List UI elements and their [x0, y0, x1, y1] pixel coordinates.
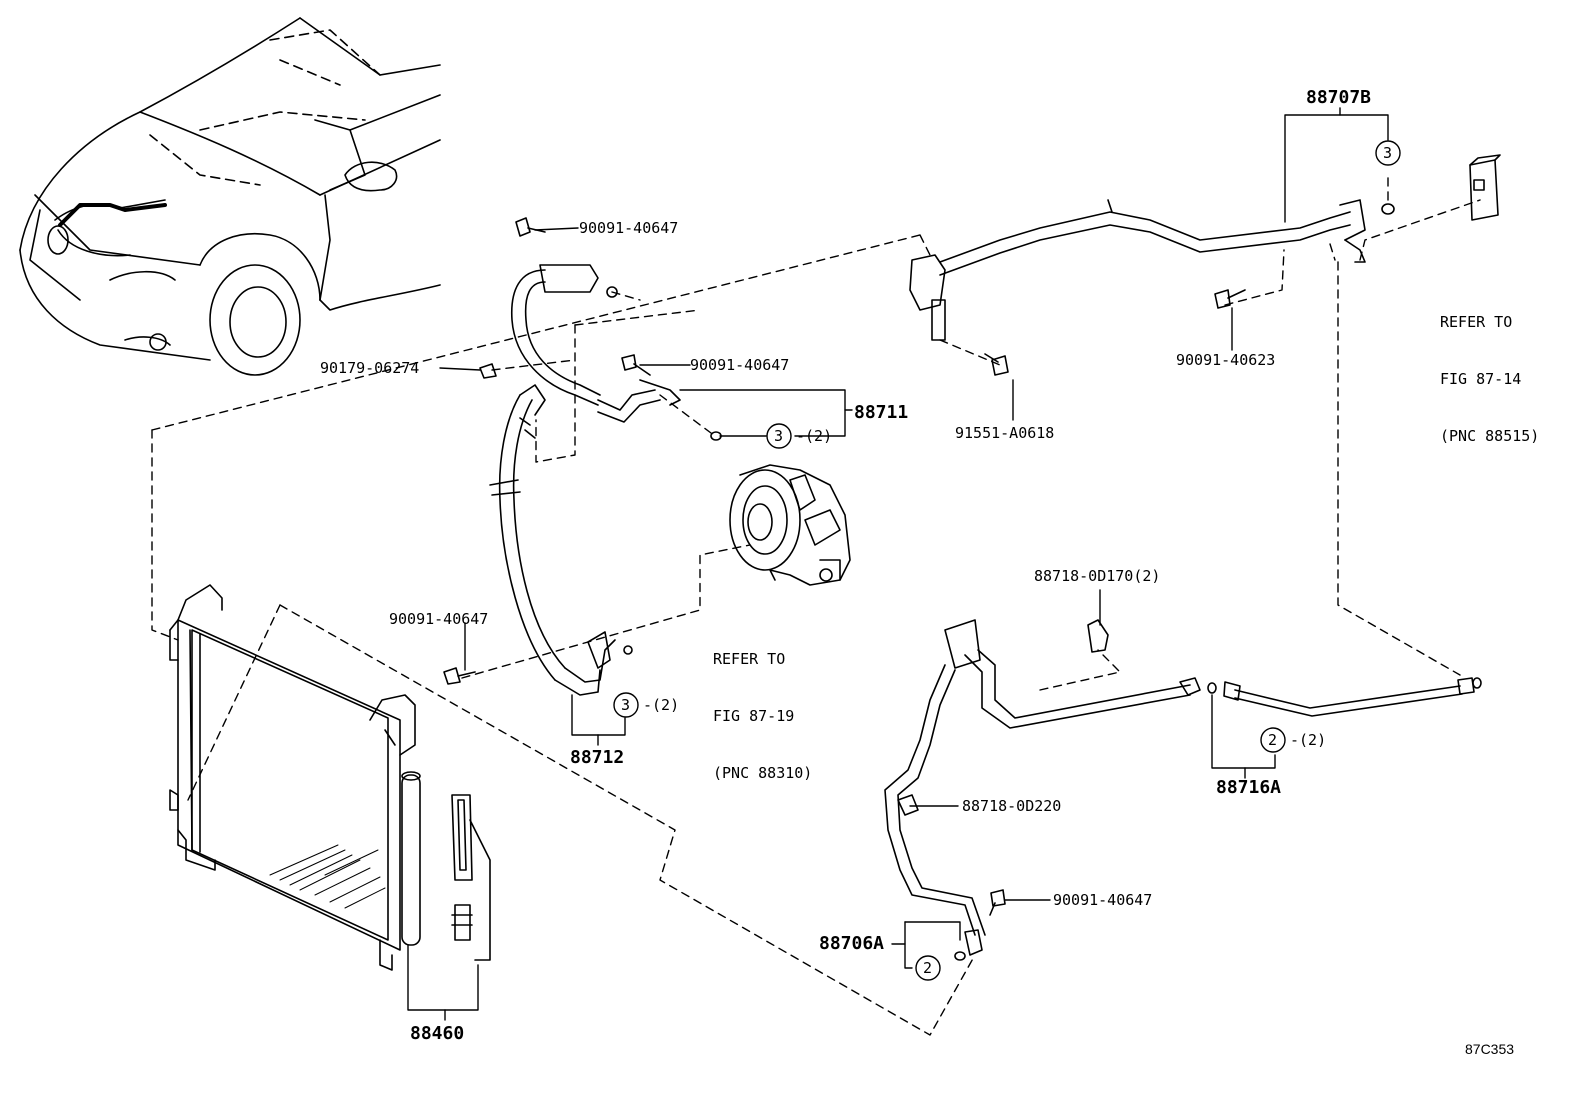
liquid-pipe-upper: [909, 199, 1366, 341]
condenser-fins: [269, 844, 386, 909]
part-label-nut[interactable]: 90179-06274: [320, 359, 420, 377]
part-label-88707b[interactable]: 88707B: [1306, 87, 1372, 108]
ref-line-3: (PNC 88515): [1440, 427, 1540, 445]
dashed-guides: [151, 174, 1481, 1036]
ref-line-2[interactable]: FIG 87-19: [713, 707, 795, 725]
ref-line-3: (PNC 88310): [713, 764, 813, 782]
part-label-88460[interactable]: 88460: [410, 1023, 465, 1044]
ref-line-1: REFER TO: [713, 650, 786, 668]
part-label-88706a[interactable]: 88706A: [819, 933, 885, 954]
part-label-88716a[interactable]: 88716A: [1216, 777, 1282, 798]
qty-88712: -(2): [643, 696, 680, 714]
callout-2-88716a: 2: [1268, 731, 1278, 749]
callout-3-88711: 3: [774, 427, 784, 445]
ref-line-1: REFER TO: [1440, 313, 1513, 331]
expansion-valve: [1469, 154, 1501, 221]
part-label-bolt-e[interactable]: 90091-40623: [1176, 351, 1276, 369]
part-label-clamp-b[interactable]: 88718-0D220: [962, 797, 1062, 815]
suction-hose: [489, 384, 616, 696]
part-label-bolt-c[interactable]: 90091-40647: [389, 610, 489, 628]
callout-circles: [613, 140, 1401, 981]
figure-id: 87C353: [1465, 1041, 1515, 1057]
callout-3-88712: 3: [621, 696, 631, 714]
callout-3-88707b: 3: [1383, 144, 1393, 162]
qty-88711: -(2): [796, 427, 833, 445]
part-label-bolt-f[interactable]: 91551-A0618: [955, 424, 1055, 442]
fasteners: [443, 203, 1482, 961]
discharge-hose: [510, 264, 681, 423]
ref-line-2[interactable]: FIG 87-14: [1440, 370, 1522, 388]
part-label-clamp-a[interactable]: 88718-0D170(2): [1034, 567, 1161, 585]
part-label-bolt-d[interactable]: 90091-40647: [1053, 891, 1153, 909]
vehicle-illustration: [19, 17, 441, 376]
condenser-assembly: [169, 584, 491, 971]
expansion-valve-reference-note: REFER TO FIG 87-14 (PNC 88515): [1440, 275, 1539, 465]
part-label-88711[interactable]: 88711: [854, 402, 909, 423]
callout-2-88706a: 2: [923, 959, 933, 977]
qty-88716a: -(2): [1290, 731, 1327, 749]
compressor: [729, 464, 851, 586]
part-label-88712[interactable]: 88712: [570, 747, 625, 768]
liquid-pipe-lower: [944, 619, 1475, 729]
compressor-reference-note: REFER TO FIG 87-19 (PNC 88310): [713, 612, 812, 802]
part-label-bolt-b[interactable]: 90091-40647: [690, 356, 790, 374]
part-label-bolt-a[interactable]: 90091-40647: [579, 219, 679, 237]
label-leaders: [407, 107, 1389, 1021]
liquid-pipe-vertical: [884, 664, 986, 956]
